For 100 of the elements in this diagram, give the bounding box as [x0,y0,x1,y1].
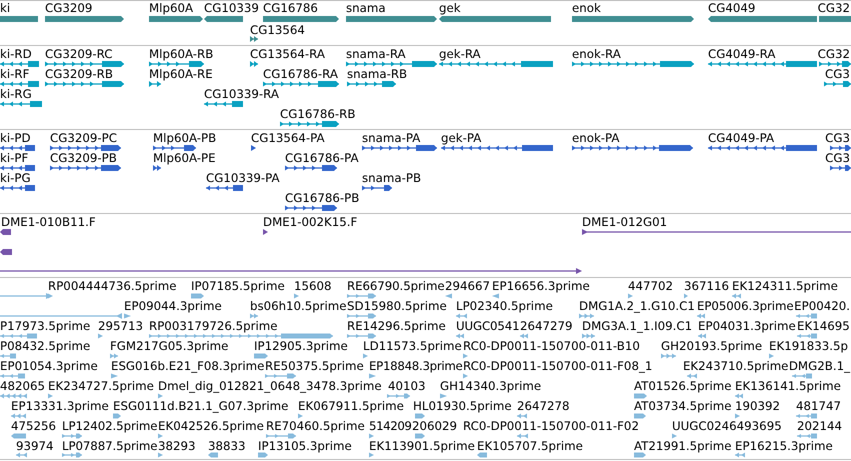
est-label: 295713 [98,320,144,333]
est-label: EK243710.5prime [683,360,788,373]
clone-label: DME1-012G01 [582,216,668,229]
est-label: 202144 [797,420,842,433]
protein-label: ki-PF [0,152,28,165]
transcript-label: Mlp60A-RB [149,48,214,61]
transcript-label: CG16786-RB [280,108,356,121]
transcript-label: CG10339-RA [204,88,279,101]
est-label: 38833 [208,440,246,453]
est-label: 481747 [796,400,842,413]
transcript-label: CG3209-RB [45,68,113,81]
transcript-label: CG4049-RA [708,48,776,61]
est-label: EK124311.5prime [732,280,838,293]
est-label: 38293 [158,440,196,453]
protein-label: enok-PA [572,132,620,145]
gene-label: snama [346,2,386,15]
est-label: ESG0111d.B21.1_G07.3prime [113,400,288,413]
transcript-label: snama-RA [346,48,406,61]
est-label: GH20193.5prime [661,340,762,353]
est-label: bs06h10.5prime [250,300,346,313]
est-label: IP13105.3prime [258,440,352,453]
est-label: RE66790.5prime [347,280,445,293]
protein-label: CG3209-PC [50,132,118,145]
protein-label: snama-PA [362,132,420,145]
clone-label: DME1-010B11.F [1,216,96,229]
est-label: UUGC0246493695 [672,420,782,433]
est-label: LP12402.5prime [62,420,158,433]
est-label: P17973.5prime [0,320,90,333]
est-label: 15608 [294,280,332,293]
est-label: 514209 [369,420,412,433]
est-label: DMG1A.2_1.G10.C1 [579,300,695,313]
transcript-label: gek-RA [439,48,481,61]
est-label: HL01930.5prime [413,400,512,413]
protein-label: Mlp60A-PB [153,132,216,145]
est-label: RP004444736.5prime [48,280,176,293]
est-label: EP13331.3prime [11,400,109,413]
est-label: EK067911.5prime [298,400,404,413]
protein-label: ki-PG [0,172,31,185]
est-label: AT01526.5prime [634,380,732,393]
est-label: UUGC0541 [456,320,520,333]
est-label: EP00420. [794,300,850,313]
protein-label: CG3209-PB [50,152,117,165]
transcript-label: ki-RG [0,88,32,101]
transcript-label: CG32 [818,48,850,61]
est-label: EK191833.5p [769,340,848,353]
est-label: RC0-DP0011-150700-011-B10 [463,340,640,353]
est-label: RE70460.5prime [266,420,365,433]
est-label: GH14340.3prime [440,380,542,393]
gene-label: ki [0,2,10,15]
gene-label: CG3209 [45,2,92,15]
transcript-label: CG3209-RC [45,48,113,61]
protein-label: CG3 [825,132,850,145]
est-label: EP09044.3prime [124,300,222,313]
est-label: LD11573.5prime [363,340,462,353]
est-label: 475256 [11,420,56,433]
transcript-label: ki-RF [0,68,30,81]
est-label: AT03734.5prime [634,400,732,413]
protein-label: CG13564-PA [251,132,325,145]
est-label: EP05006.3prime [697,300,794,313]
protein-label: CG16786-PB [285,192,360,205]
est-label: EP18848.3prime [369,360,463,373]
est-label: RE14296.5prime [347,320,446,333]
est-label: 294667 [445,280,490,293]
gene-label: gek [439,2,461,15]
gene-label: CG13564 [250,24,305,37]
protein-label: Mlp60A-PE [153,152,216,165]
protein-label: snama-PB [362,172,422,185]
est-label: IP12905.3prime [254,340,348,353]
est-label: 2647278 [517,400,570,413]
transcript-label: ki-RD [0,48,32,61]
transcript-label: Mlp60A-RE [149,68,213,81]
gene-label: CG4049 [708,2,756,15]
est-label: 190392 [735,400,780,413]
est-label: DMG3A.1_1.I09.C1 [582,320,692,333]
est-label: DMG2B.1_ [788,360,850,373]
est-label: ESG016b.E21_F08.3prime [111,360,264,373]
est-label: SD15980.5prime [347,300,447,313]
est-label: EK136141.5prime [735,380,841,393]
est-label: 206029 [412,420,458,433]
protein-label: CG16786-PA [285,152,359,165]
est-label: EP04031.3prime [698,320,796,333]
transcript-label: snama-RB [347,68,408,81]
transcript-label: enok-RA [572,48,621,61]
est-label: Dmel_dig_012821_0648_3478.3prime [158,380,382,393]
est-label: EP16656.3prime [492,280,590,293]
est-label: 482065 [0,380,46,393]
est-label: RC0-DP0011-150700-011-F02 [463,420,639,433]
est-label: IP07185.5prime [191,280,285,293]
est-label: EP16215.3prime [735,440,833,453]
gene-label: CG32 [818,2,850,15]
protein-label: CG3 [825,152,850,165]
est-label: RE50375.5prime [265,360,364,373]
transcript-label: CG16786-RA [263,68,338,81]
est-label: EK042526.5prime [158,420,264,433]
protein-label: CG4049-PA [708,132,774,145]
est-label: 2647279 [520,320,573,333]
est-label: 447702 [628,280,674,293]
gene-label: CG16786 [263,2,318,15]
gene-label: CG10339 [204,2,259,15]
est-label: LP02340.5prime [456,300,553,313]
